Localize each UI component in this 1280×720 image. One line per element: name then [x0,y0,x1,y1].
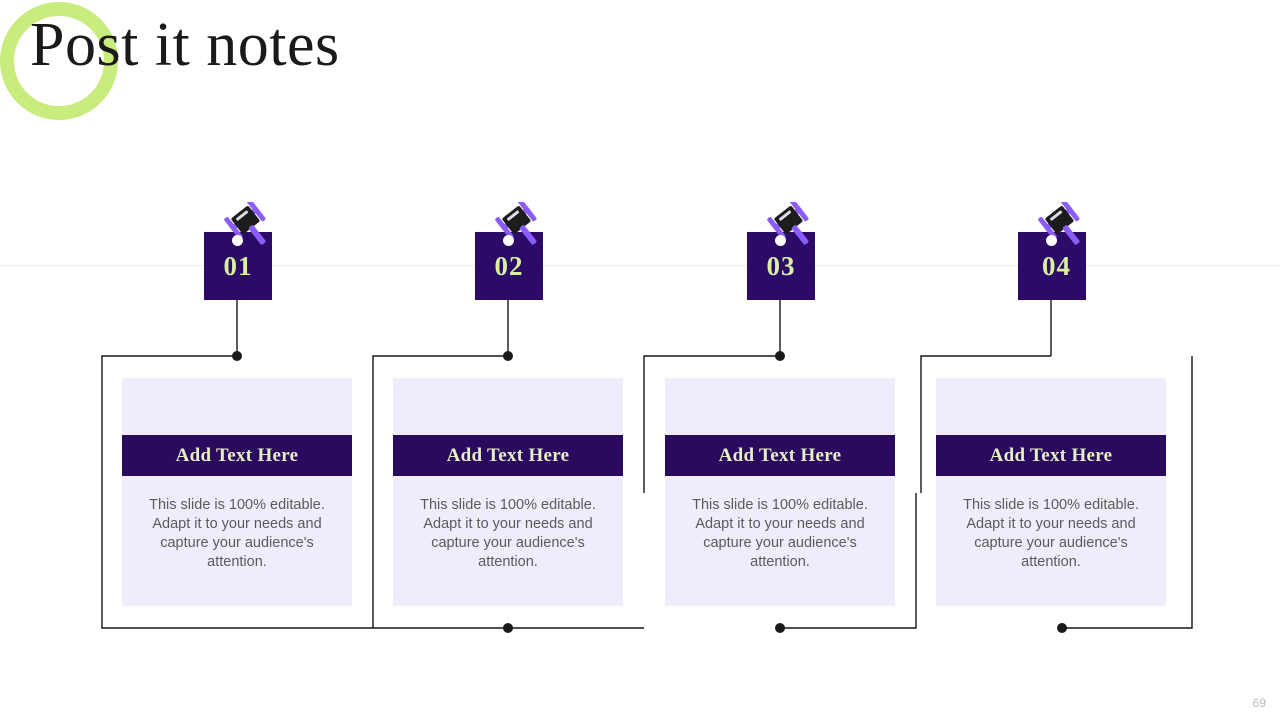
note-card-02[interactable]: Add Text Here This slide is 100% editabl… [393,378,623,606]
note-heading-02: Add Text Here [393,435,623,476]
step-badge-01[interactable]: 01 [204,202,272,300]
pin-head-dot [232,235,243,246]
page-number: 69 [1252,696,1266,710]
binder-clip-icon [767,202,809,245]
step-badge-04[interactable]: 04 [1018,202,1086,300]
step-badge-02[interactable]: 02 [475,202,543,300]
note-card-03[interactable]: Add Text Here This slide is 100% editabl… [665,378,895,606]
binder-clip-icon [224,202,266,245]
note-heading-01: Add Text Here [122,435,352,476]
note-heading-04: Add Text Here [936,435,1166,476]
pin-head-dot [775,235,786,246]
note-body-03: This slide is 100% editable. Adapt it to… [692,497,868,570]
note-body-01: This slide is 100% editable. Adapt it to… [149,497,325,570]
step-number-04: 04 [1042,250,1071,281]
note-card-04[interactable]: Add Text Here This slide is 100% editabl… [936,378,1166,606]
note-card-01[interactable]: Add Text Here This slide is 100% editabl… [122,378,352,606]
binder-clip-icon [1038,202,1080,245]
step-badge-03[interactable]: 03 [747,202,815,300]
page-title: Post it notes [30,11,340,79]
note-body-04: This slide is 100% editable. Adapt it to… [963,497,1139,570]
note-body-02: This slide is 100% editable. Adapt it to… [420,497,596,570]
horizontal-divider [0,265,1280,266]
binder-clip-icon [495,202,537,245]
pin-head-dot [1046,235,1057,246]
step-number-03: 03 [766,250,796,281]
step-number-01: 01 [223,250,253,281]
pin-head-dot [503,235,514,246]
step-number-02: 02 [494,250,524,281]
note-heading-03: Add Text Here [665,435,895,476]
